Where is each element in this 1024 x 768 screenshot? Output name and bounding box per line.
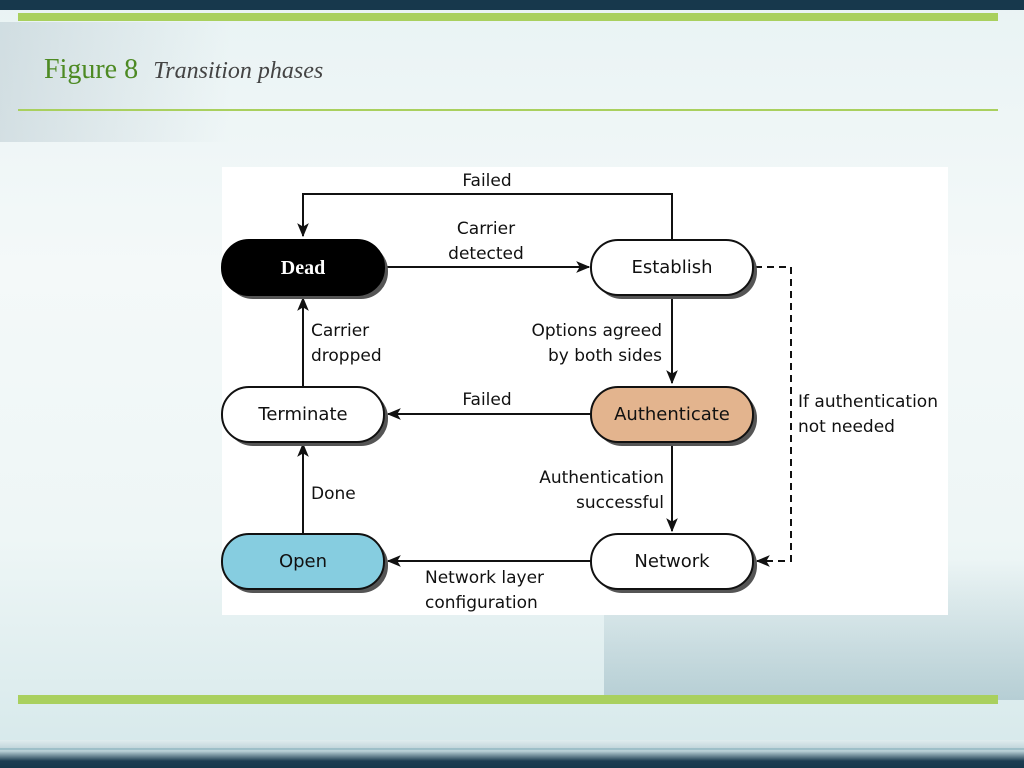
- node-establish: Establish: [590, 239, 757, 299]
- edge-label-by-both-sides: by both sides: [548, 346, 662, 366]
- top-dark-bar: [0, 0, 1024, 10]
- figure-caption: Transition phases: [153, 58, 324, 84]
- edge-label-if-authentication: If authentication: [798, 392, 938, 412]
- edge-if-authentication-not-needed: [755, 266, 792, 567]
- edge-label-failed-top: Failed: [462, 171, 511, 191]
- edge-label-configuration: configuration: [425, 593, 538, 613]
- node-terminate-label: Terminate: [257, 404, 347, 425]
- edge-label-options-agreed: Options agreed: [531, 321, 662, 341]
- node-network: Network: [590, 533, 757, 593]
- edge-label-detected: detected: [448, 244, 524, 264]
- background-photo-left: [0, 22, 230, 142]
- bottom-accent-bar: [18, 695, 998, 704]
- edge-label-network-layer: Network layer: [425, 568, 544, 588]
- edge-label-carrier-2: Carrier: [311, 321, 369, 341]
- edge-label-done: Done: [311, 484, 356, 504]
- edge-label-successful: successful: [576, 493, 664, 513]
- bottom-thin-line: [0, 748, 1024, 750]
- node-open: Open: [221, 533, 388, 593]
- node-establish-label: Establish: [631, 257, 712, 278]
- edge-label-dropped: dropped: [311, 346, 382, 366]
- slide-title: Figure 8 Transition phases: [44, 54, 323, 90]
- edge-label-carrier: Carrier: [457, 219, 515, 239]
- edge-label-authentication: Authentication: [539, 468, 664, 488]
- bottom-dark-band: [0, 740, 1024, 768]
- node-network-label: Network: [634, 551, 710, 572]
- top-accent-bar: [18, 13, 998, 21]
- edge-label-not-needed: not needed: [798, 417, 895, 437]
- edge-label-failed-middle: Failed: [462, 390, 511, 410]
- node-open-label: Open: [279, 551, 327, 572]
- node-authenticate-label: Authenticate: [614, 404, 730, 425]
- node-dead-label: Dead: [281, 257, 325, 279]
- edge-failed-establish-to-dead: [297, 193, 673, 240]
- title-underline: [18, 109, 998, 111]
- node-authenticate: Authenticate: [590, 386, 757, 446]
- node-terminate: Terminate: [221, 386, 388, 446]
- figure-number: Figure 8: [44, 54, 139, 85]
- node-dead: Dead: [221, 239, 388, 299]
